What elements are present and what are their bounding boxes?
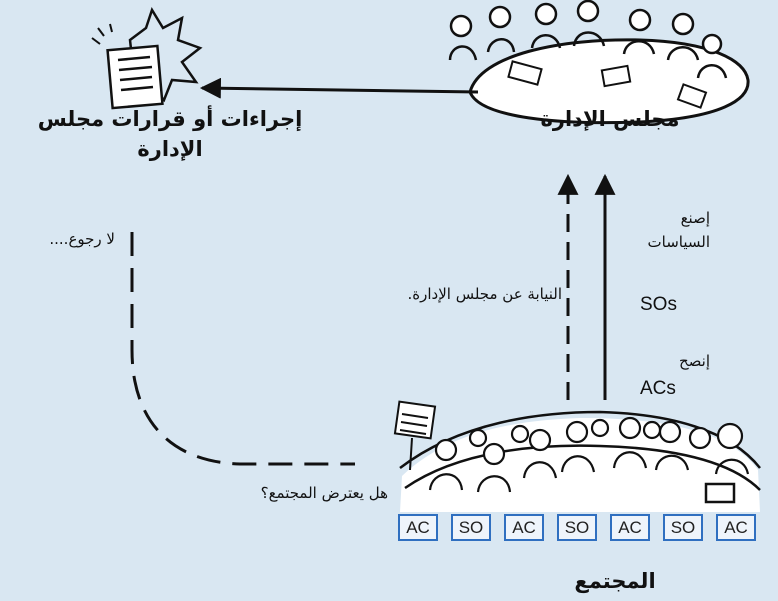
board-meeting-illustration: [448, 0, 750, 125]
dashed-curve-objection: [130, 232, 355, 466]
acs-note: ACs: [640, 378, 676, 399]
community-crowd-illustration: [393, 400, 761, 512]
community-label: المجتمع: [574, 569, 656, 593]
member-box-ac: AC: [716, 514, 756, 541]
member-box-ac: AC: [504, 514, 544, 541]
board-members: [448, 0, 728, 79]
on-behalf-note: النيابة عن مجلس الإدارة.: [407, 285, 563, 303]
member-box-ac: AC: [610, 514, 650, 541]
make-policies-note: إصنع السياسات: [647, 209, 710, 251]
member-box-ac: AC: [398, 514, 438, 541]
advise-note: إنصح: [678, 352, 710, 370]
crowd-people: [428, 416, 750, 493]
papers-on-table: [507, 60, 708, 109]
crowd-sign: [393, 400, 437, 471]
arrow-board-to-actions: [199, 77, 479, 99]
sos-note: SOs: [640, 294, 677, 315]
board-actions-label: إجراءات أو قرارات مجلس الإدارة: [37, 107, 303, 161]
board-of-directors-label: مجلس الإدارة: [540, 107, 680, 131]
community-objects-note: هل يعترض المجتمع؟: [260, 484, 388, 502]
member-box-so: SO: [663, 514, 703, 541]
decision-document-icon: [91, 7, 203, 110]
no-return-note: لا رجوع....: [49, 230, 115, 248]
crowd-briefcase: [704, 482, 736, 504]
member-box-so: SO: [557, 514, 597, 541]
member-box-so: SO: [451, 514, 491, 541]
